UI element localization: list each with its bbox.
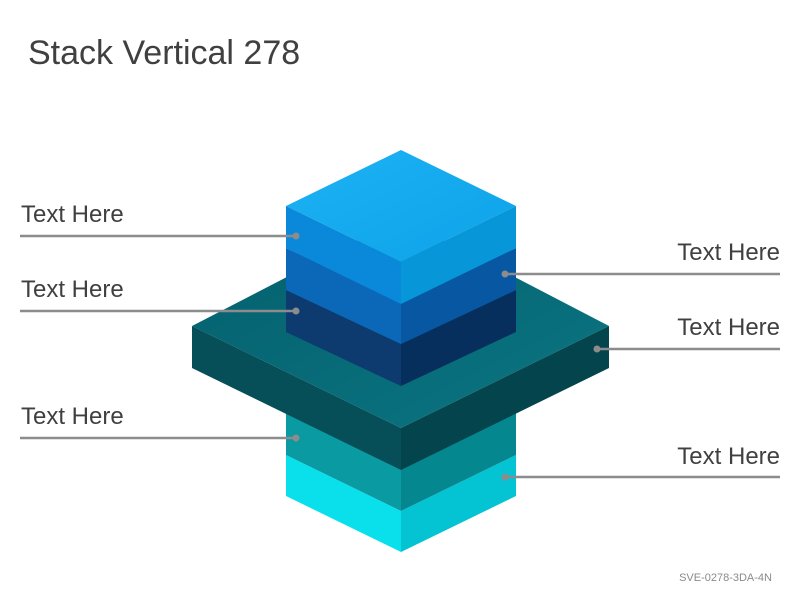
- dark-navy-block: [286, 290, 516, 386]
- label-right-3: Text Here: [677, 443, 780, 470]
- anchor-dot-left-1: [292, 232, 300, 240]
- navy-block-left-face: [286, 290, 401, 386]
- plate-left-face: [192, 326, 401, 470]
- leader-lines: [20, 232, 780, 481]
- mid-blue-block: [286, 248, 516, 344]
- label-right-1: Text Here: [677, 239, 780, 266]
- page-title: Stack Vertical 278: [28, 34, 301, 72]
- label-left-1: Text Here: [21, 201, 124, 228]
- label-left-2: Text Here: [21, 276, 124, 303]
- anchor-dot-left-2: [292, 307, 300, 315]
- bottom-block-left-face: [286, 455, 401, 552]
- navy-block-right-face: [401, 290, 516, 386]
- lower-block-teal: [286, 413, 516, 511]
- top-light-block: [286, 150, 516, 304]
- lower-block-left-face: [286, 413, 401, 511]
- plate-right-face: [401, 326, 609, 470]
- bottom-block-right-face: [401, 455, 516, 552]
- mid-block-left-face: [286, 248, 401, 344]
- top-block-left-face: [286, 206, 401, 304]
- label-left-3: Text Here: [21, 403, 124, 430]
- mid-block-right-face: [401, 248, 516, 344]
- anchor-dot-right-1: [501, 270, 509, 278]
- anchor-dot-left-3: [292, 434, 300, 442]
- top-block-right-face: [401, 206, 516, 304]
- bottom-block-cyan: [286, 455, 516, 552]
- anchor-dot-right-3: [501, 473, 509, 481]
- anchor-dot-right-2: [593, 345, 601, 353]
- label-right-2: Text Here: [677, 314, 780, 341]
- slide-code: SVE-0278-3DA-4N: [679, 572, 772, 584]
- lower-block-right-face: [401, 413, 516, 511]
